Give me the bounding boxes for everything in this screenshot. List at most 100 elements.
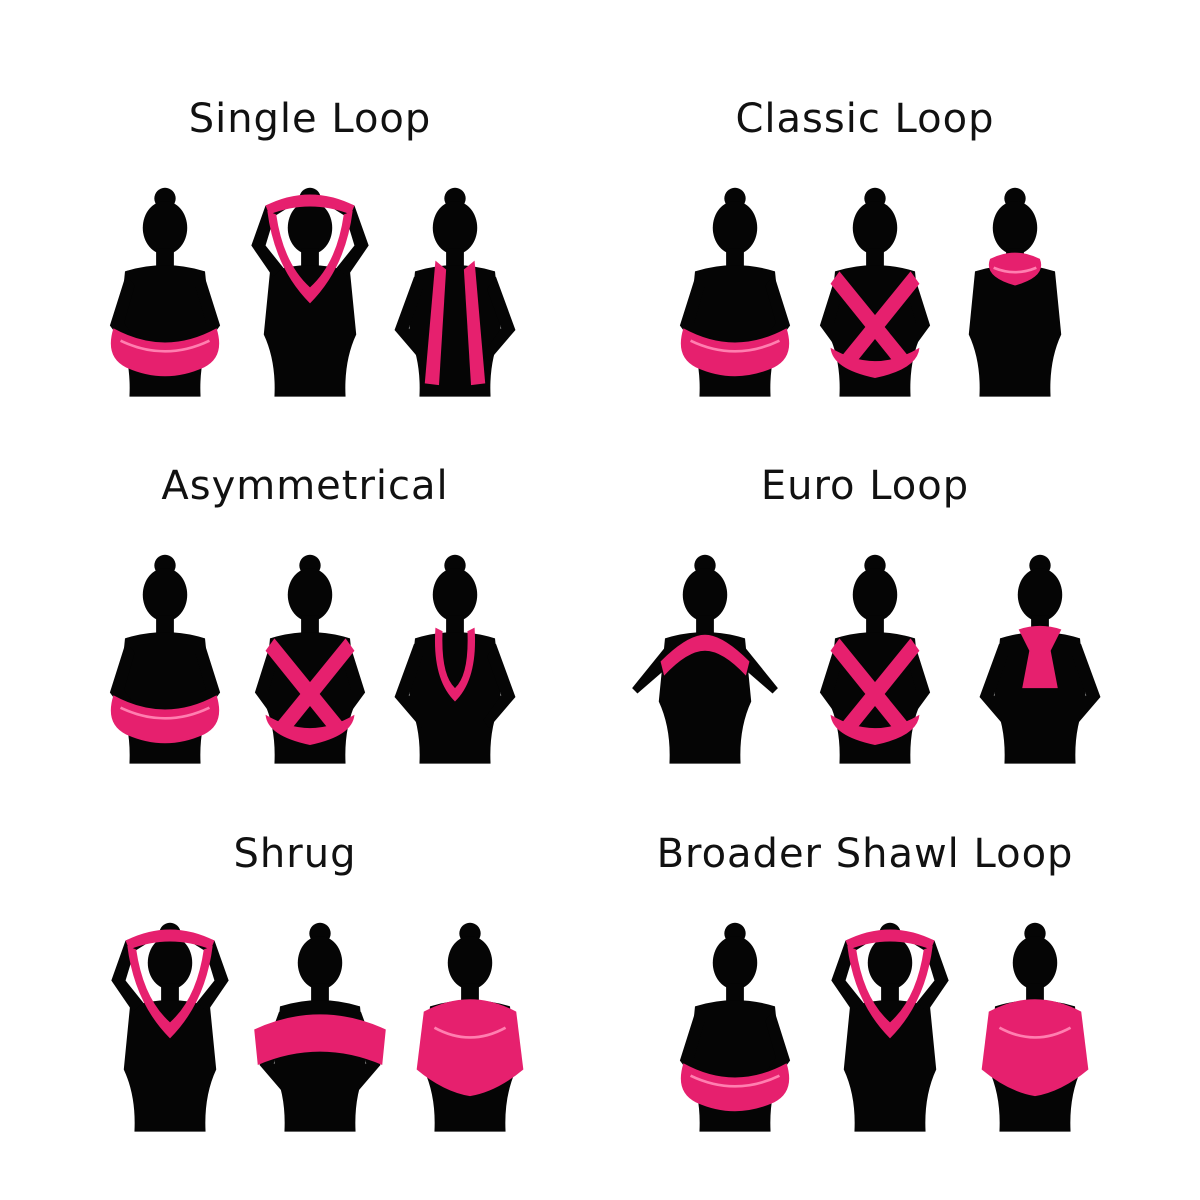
style-title: Classic Loop <box>735 96 995 142</box>
scarf <box>276 638 355 733</box>
silhouette-figure <box>394 554 516 764</box>
head <box>712 201 758 255</box>
scarf <box>981 999 1089 1097</box>
scarf <box>267 210 353 304</box>
silhouette-figure <box>111 922 229 1132</box>
figure-2 <box>810 900 970 1150</box>
style-title: Broader Shawl Loop <box>656 831 1074 877</box>
figure-1 <box>625 532 785 782</box>
scarf <box>265 714 355 745</box>
scarf <box>830 638 909 733</box>
neck <box>161 983 179 1005</box>
right-arm <box>733 641 778 694</box>
figure-row <box>585 900 1145 1150</box>
style-panel-broader-shawl-loop: Broader Shawl Loop <box>585 830 1145 1170</box>
scarf <box>830 347 920 378</box>
neck <box>156 248 174 270</box>
silhouette-figure <box>251 187 369 397</box>
left-arm <box>831 933 869 1012</box>
style-panel-asymmetrical: Asymmetrical <box>25 462 585 802</box>
figure-1 <box>85 165 245 415</box>
figure-row <box>585 165 1145 415</box>
silhouette-figure <box>981 922 1089 1132</box>
style-panel-single-loop: Single Loop <box>30 95 590 435</box>
torso <box>263 265 357 397</box>
style-title: Asymmetrical <box>161 463 449 509</box>
neck <box>866 248 884 270</box>
left-arm <box>979 643 1012 729</box>
figure-2 <box>230 165 390 415</box>
silhouette-figure <box>109 187 221 397</box>
silhouette-figure <box>979 554 1101 764</box>
torso <box>123 1000 217 1132</box>
scarf <box>424 260 447 386</box>
torso <box>843 1000 937 1132</box>
scarf <box>847 945 933 1039</box>
figure-1 <box>90 900 250 1150</box>
silhouette-figure <box>254 922 386 1132</box>
scarf <box>1018 625 1062 689</box>
left-arm <box>251 198 289 277</box>
scarf <box>660 634 750 676</box>
head <box>287 568 333 622</box>
style-panel-shrug: Shrug <box>15 830 575 1170</box>
silhouette-figure <box>416 922 524 1132</box>
style-panel-classic-loop: Classic Loop <box>585 95 1145 435</box>
head <box>1017 568 1063 622</box>
silhouette-figure <box>679 187 791 397</box>
head <box>287 201 333 255</box>
scarf <box>254 1014 386 1065</box>
head <box>852 201 898 255</box>
torso <box>658 632 752 764</box>
figure-row <box>25 532 585 782</box>
right-arm <box>1068 643 1101 729</box>
head <box>297 936 343 990</box>
scarf <box>988 252 1042 286</box>
figure-3 <box>375 532 535 782</box>
figure-2 <box>795 532 955 782</box>
right-arm <box>483 276 516 362</box>
silhouette-figure <box>968 187 1062 397</box>
head <box>432 201 478 255</box>
head <box>447 936 493 990</box>
head <box>1012 936 1058 990</box>
neck <box>311 983 329 1005</box>
figure-row <box>30 165 590 415</box>
head <box>142 568 188 622</box>
silhouette-figure <box>819 187 931 397</box>
neck <box>881 983 899 1005</box>
scarf <box>463 260 486 386</box>
scarf <box>841 638 920 733</box>
scarf-fold <box>119 706 211 720</box>
left-arm <box>394 276 427 362</box>
head <box>992 201 1038 255</box>
neck <box>156 615 174 637</box>
neck <box>461 983 479 1005</box>
style-panel-euro-loop: Euro Loop <box>585 462 1145 802</box>
scarf-fold <box>689 1074 781 1088</box>
scarf <box>416 999 524 1097</box>
scarf-fold <box>689 339 781 353</box>
scarf-fold <box>119 339 211 353</box>
neck <box>726 248 744 270</box>
figure-3 <box>935 165 1095 415</box>
scarf <box>434 627 476 702</box>
style-title: Euro Loop <box>760 463 970 509</box>
scarf <box>845 929 935 950</box>
silhouette-figure <box>394 187 516 397</box>
silhouette-figure <box>632 554 778 764</box>
scarf-fold <box>998 1026 1072 1039</box>
head <box>432 568 478 622</box>
figure-row <box>585 532 1145 782</box>
right-arm <box>483 643 516 729</box>
scarf <box>830 271 909 366</box>
figure-2 <box>240 900 400 1150</box>
neck <box>696 615 714 637</box>
figure-2 <box>230 532 390 782</box>
figure-3 <box>390 900 550 1150</box>
neck <box>446 248 464 270</box>
style-title: Shrug <box>233 831 357 877</box>
silhouette-figure <box>254 554 366 764</box>
scarf <box>830 714 920 745</box>
figure-1 <box>655 900 815 1150</box>
